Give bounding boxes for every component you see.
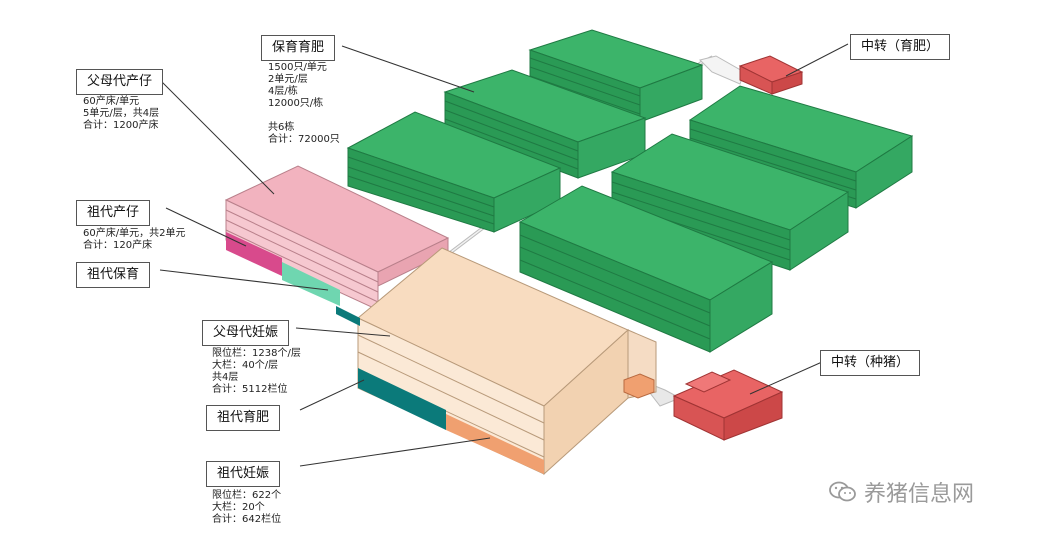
info-parent-gestation: 限位栏：1238个/层 大栏：40个/层 共4层 合计：5112栏位 — [212, 348, 301, 395]
label-transfer-finishing: 中转（育肥） — [850, 34, 951, 60]
small-annex — [623, 373, 655, 399]
label-grandparent-gestation: 祖代妊娠 — [206, 461, 281, 487]
watermark: 养猪信息网 — [828, 476, 974, 508]
green-barn-2 — [443, 69, 647, 179]
grandparent-gestation-block — [446, 414, 544, 474]
leader-lines — [159, 43, 849, 467]
watermark-text: 养猪信息网 — [864, 482, 975, 507]
grandparent-finishing-block — [358, 368, 446, 430]
peach-building — [336, 247, 657, 476]
grandparent-nursery-block — [282, 262, 340, 306]
info-nursery-finishing: 1500只/单元 2单元/层 4层/栋 12000只/栋 共6栋 合计：7200… — [268, 62, 340, 145]
info-parent-farrowing: 60产床/单元 5单元/层，共4层 合计：1200产床 — [83, 96, 160, 131]
label-grandparent-farrowing: 祖代产仔 — [76, 200, 151, 226]
green-barn-6 — [518, 185, 774, 353]
corridor-loop — [699, 55, 745, 85]
green-barn-5 — [610, 133, 850, 271]
label-grandparent-finishing: 祖代育肥 — [206, 405, 281, 431]
info-grandparent-gestation: 限位栏：622个 大栏：20个 合计：642栏位 — [212, 490, 282, 525]
wechat-icon — [829, 481, 856, 502]
label-nursery-finishing: 保育育肥 — [261, 35, 336, 61]
label-grandparent-nursery: 祖代保育 — [76, 262, 151, 288]
green-barn-1 — [528, 29, 704, 123]
label-transfer-breeding: 中转（种猪） — [820, 350, 921, 376]
label-parent-farrowing: 父母代产仔 — [76, 69, 164, 95]
transfer-breeding-building — [672, 369, 784, 441]
teal-base-left — [336, 306, 360, 326]
pink-building — [224, 165, 450, 311]
label-parent-gestation: 父母代妊娠 — [202, 320, 290, 346]
info-grandparent-farrowing: 60产床/单元，共2单元 合计：120产床 — [83, 228, 186, 251]
green-barn-3 — [346, 111, 562, 233]
